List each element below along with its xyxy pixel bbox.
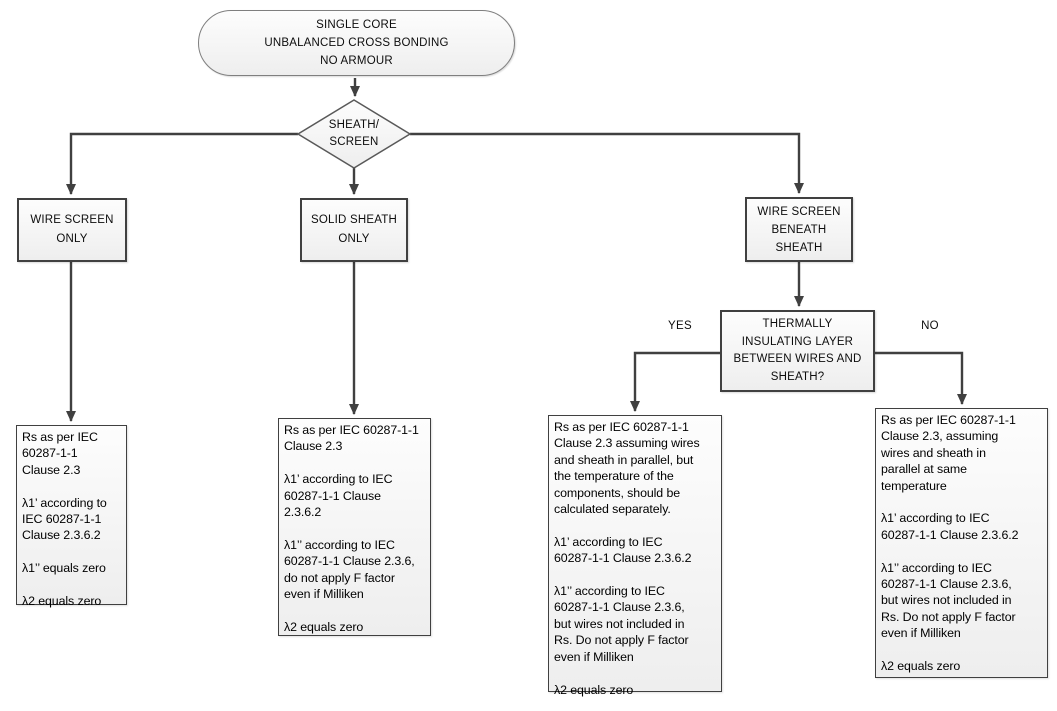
connector-thermal-yes-to-result	[630, 351, 720, 412]
result-thermal-no: Rs as per IEC 60287-1-1 Clause 2.3, assu…	[875, 408, 1048, 678]
branch-solid-sheath-only: SOLID SHEATH ONLY	[300, 198, 408, 262]
connector-sheath-screen-to-wire-screen-only	[66, 132, 298, 195]
edge-label-no: NO	[921, 320, 939, 332]
result-wire-screen-only: Rs as per IEC 60287-1-1 Clause 2.3 λ1’ a…	[16, 425, 127, 608]
sheath-screen-diamond	[296, 99, 412, 169]
connector-sheath-screen-to-wire-screen-beneath-sheath	[410, 132, 804, 194]
result-thermal-yes: Rs as per IEC 60287-1-1 Clause 2.3 assum…	[548, 415, 722, 697]
connector-thermal-no-to-result	[875, 351, 967, 405]
branch-wire-screen-only: WIRE SCREEN ONLY	[17, 198, 127, 262]
edge-label-yes: YES	[668, 320, 692, 332]
result-solid-sheath-only: Rs as per IEC 60287-1-1 Clause 2.3 λ1’ a…	[278, 418, 431, 636]
start-node: SINGLE CORE UNBALANCED CROSS BONDING NO …	[198, 10, 515, 76]
branch-wire-screen-beneath-sheath: WIRE SCREEN BENEATH SHEATH	[745, 197, 853, 262]
decision-thermal-insulating-layer: THERMALLY INSULATING LAYER BETWEEN WIRES…	[720, 310, 875, 392]
